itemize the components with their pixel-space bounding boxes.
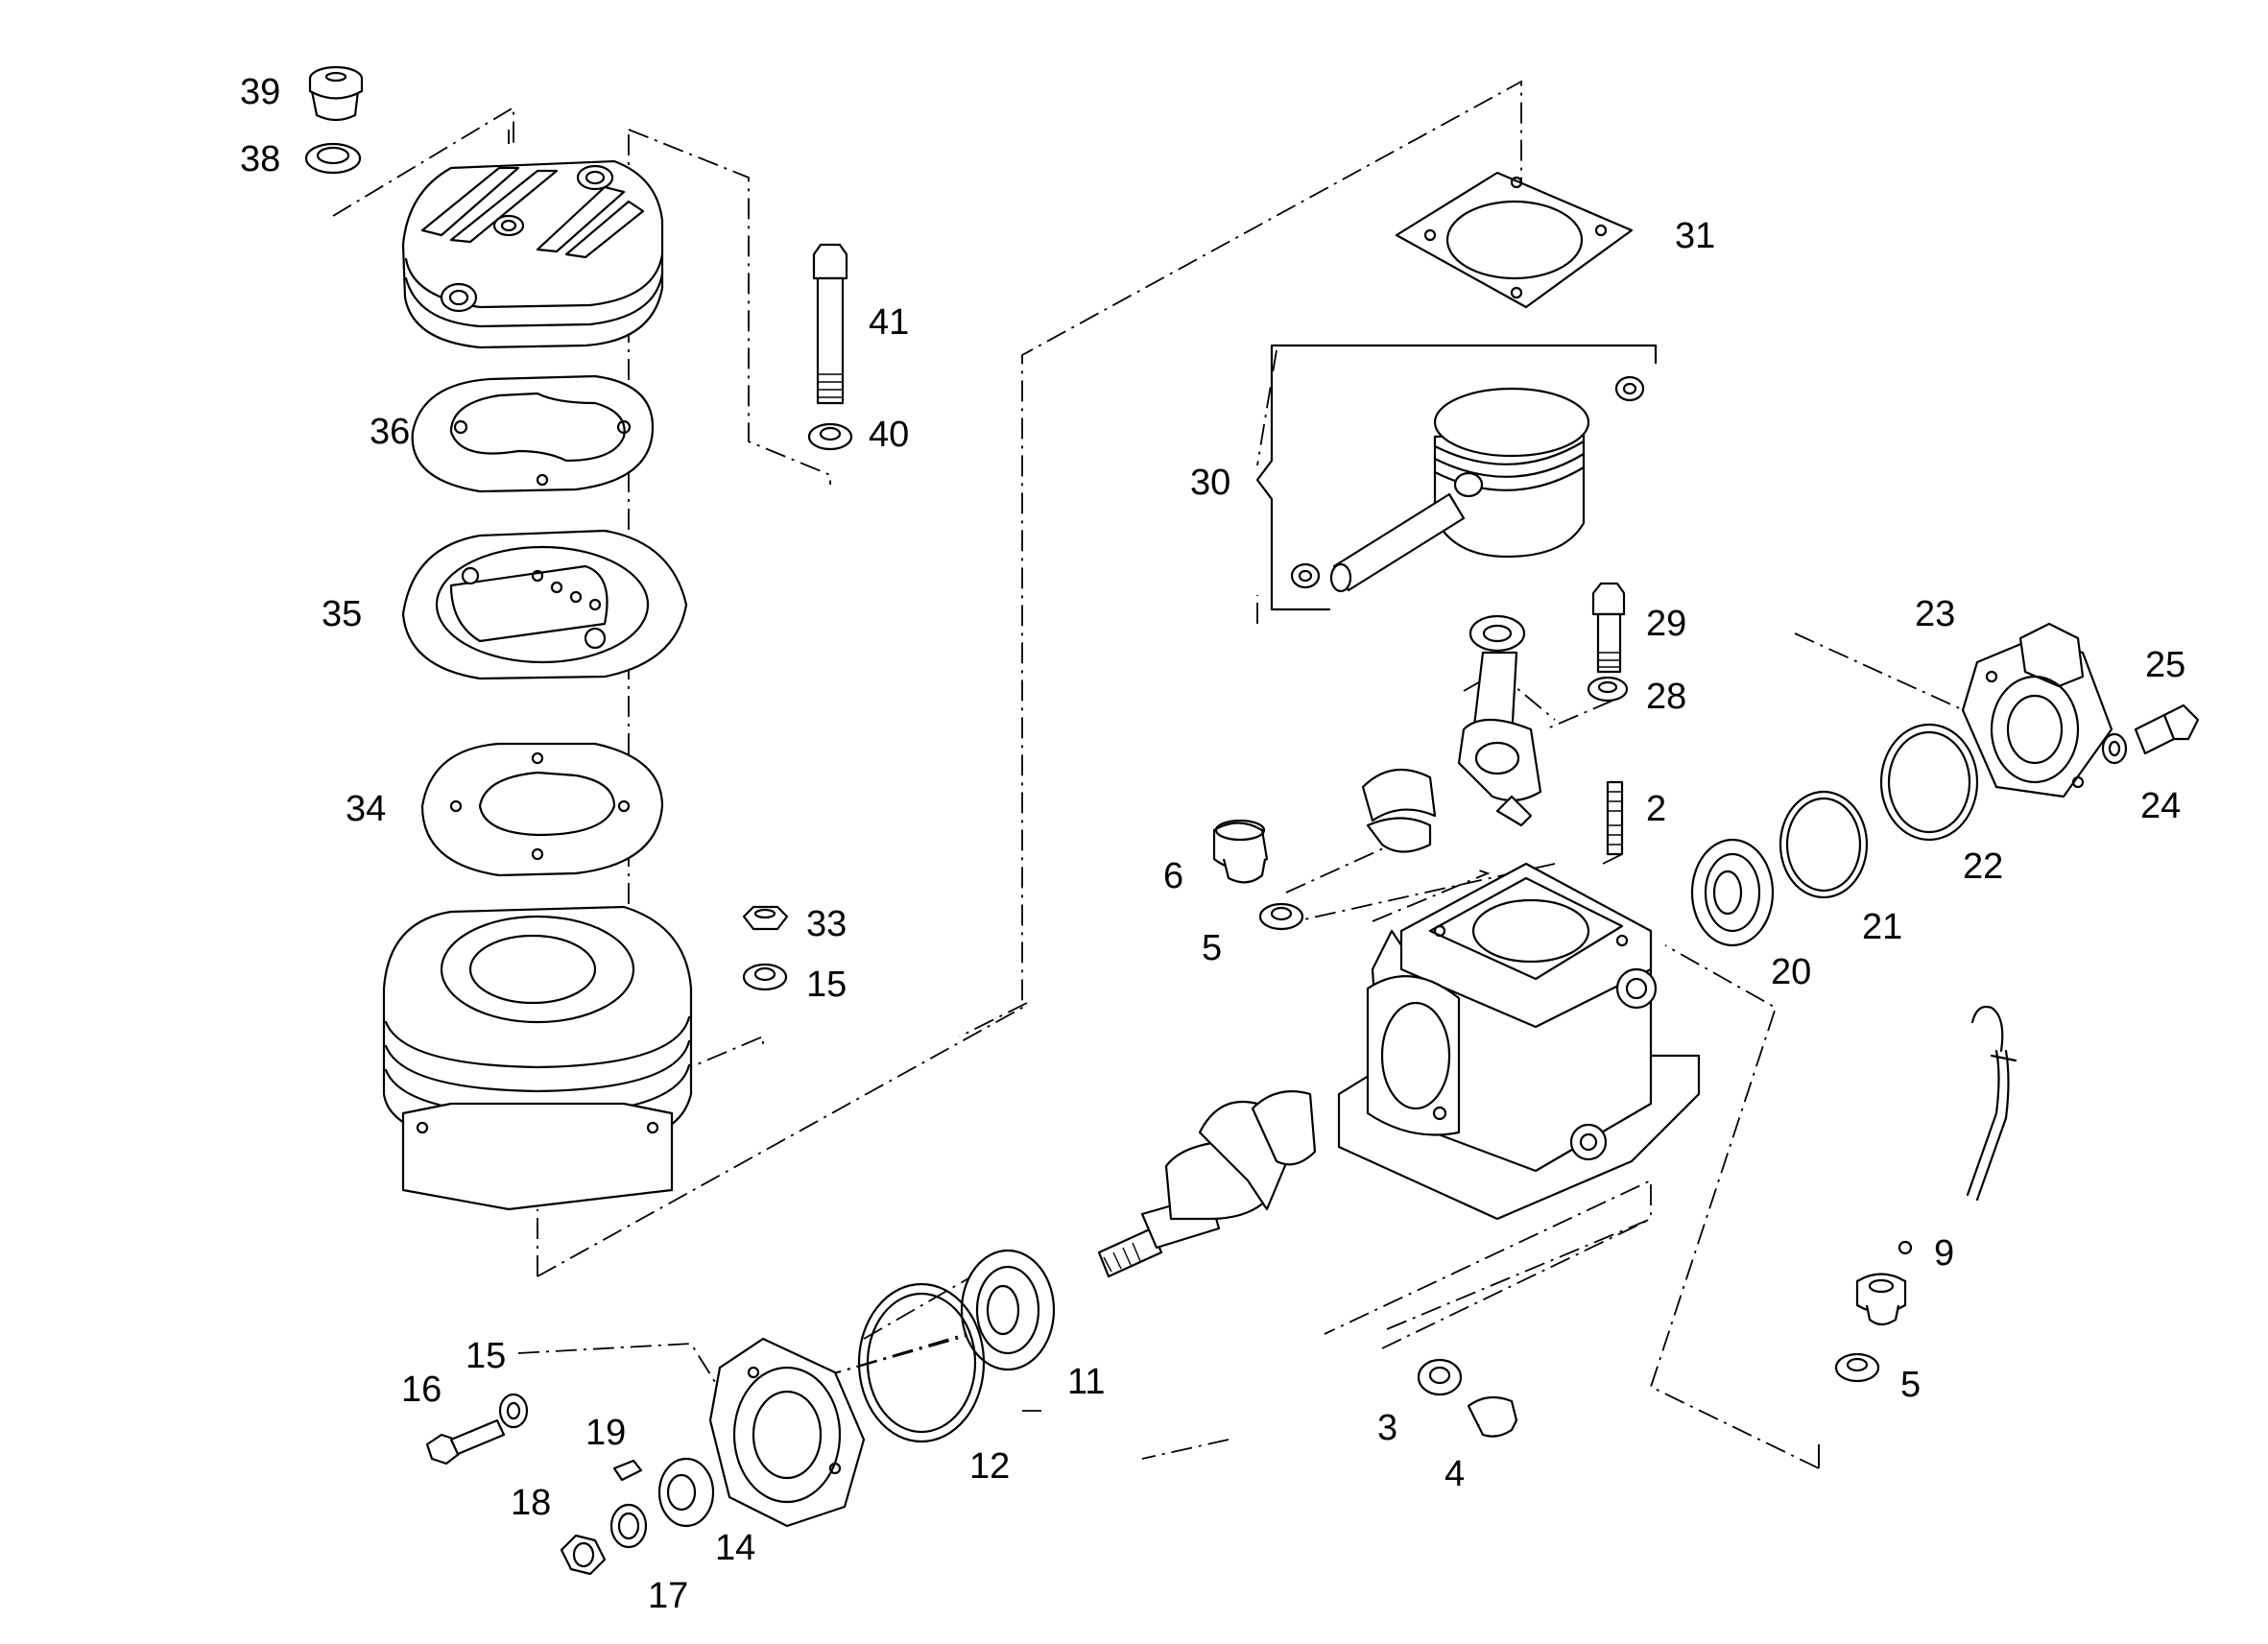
callout-22: 22 [1963, 846, 2003, 887]
callout-33: 33 [806, 904, 847, 944]
part-cylinder-head [401, 159, 664, 349]
callout-39: 39 [240, 72, 280, 112]
part-35-valve-plate [401, 529, 688, 680]
callout-12: 12 [969, 1446, 1010, 1487]
part-21-circlip [1779, 790, 1869, 899]
part-6-plug [1212, 819, 1269, 884]
part-9-dipstick [1898, 1005, 2017, 1255]
callout-2: 2 [1646, 789, 1666, 829]
callout-28: 28 [1646, 677, 1686, 717]
part-3-washer [1417, 1358, 1463, 1396]
part-28-washer [1587, 676, 1629, 703]
callout-4: 4 [1444, 1454, 1465, 1494]
callout-19: 19 [585, 1413, 626, 1453]
callout-14: 14 [715, 1528, 755, 1568]
part-15-washer-lower [498, 1393, 529, 1429]
callout-11: 11 [1067, 1362, 1105, 1402]
callout-24: 24 [2140, 786, 2181, 826]
part-29-bolt [1591, 582, 1626, 674]
callout-31: 31 [1675, 216, 1715, 256]
callout-labels: 39 38 41 40 36 35 34 33 15 31 30 29 28 2… [240, 72, 2185, 1616]
callout-35: 35 [322, 594, 362, 634]
part-16-bolt [425, 1418, 506, 1465]
part-25-bolt [2134, 703, 2200, 755]
callout-3: 3 [1377, 1408, 1397, 1448]
callout-18: 18 [511, 1483, 551, 1523]
part-31-gasket [1395, 171, 1634, 309]
callout-36: 36 [370, 412, 410, 452]
part-2-stud [1606, 780, 1624, 856]
part-bearing-shell [1361, 768, 1437, 853]
part-connecting-rod [1457, 614, 1542, 827]
part-30-piston-set [1255, 344, 1658, 611]
part-17-spring-washer [609, 1503, 648, 1549]
callout-34: 34 [346, 789, 386, 829]
part-23-cover [1961, 622, 2113, 798]
callout-30: 30 [1190, 463, 1230, 503]
part-front-flange [708, 1337, 866, 1528]
part-20-bearing [1690, 838, 1775, 947]
part-38-washer [304, 142, 362, 175]
callout-6: 6 [1163, 856, 1183, 896]
part-11-bearing [960, 1249, 1056, 1371]
callout-38: 38 [240, 139, 280, 179]
callout-16: 16 [401, 1370, 442, 1410]
part-5-washer-upper [1258, 902, 1304, 931]
part-crankshaft [1097, 1090, 1317, 1278]
part-36-gasket [411, 374, 655, 493]
part-24-washer [2101, 732, 2128, 765]
callout-20: 20 [1771, 952, 1811, 992]
part-crankcase [1337, 862, 1701, 1221]
callout-15-lower: 15 [466, 1336, 506, 1376]
part-4-plug [1467, 1395, 1518, 1438]
part-5-washer-lower [1834, 1352, 1880, 1383]
part-33-nut [742, 905, 789, 931]
part-39-plug [308, 65, 364, 122]
part-cylinder [382, 905, 693, 1211]
part-14-seal [657, 1457, 715, 1528]
part-22-o-ring [1879, 723, 1979, 842]
callout-9: 9 [1934, 1233, 1954, 1274]
callout-23: 23 [1915, 594, 1955, 634]
callout-5: 5 [1202, 928, 1222, 968]
callout-40: 40 [869, 415, 909, 455]
part-41-bolt [812, 243, 848, 405]
callout-21: 21 [1862, 907, 1902, 947]
callout-29: 29 [1646, 604, 1686, 644]
part-40-washer [807, 422, 853, 451]
part-dipstick-plug [1855, 1273, 1907, 1326]
part-12-o-ring [857, 1282, 986, 1443]
part-19-key [612, 1459, 643, 1482]
callout-17: 17 [648, 1576, 688, 1616]
part-34-gasket [420, 742, 664, 877]
part-18-nut [560, 1534, 607, 1576]
callout-5-lower: 5 [1900, 1365, 1921, 1405]
callout-25: 25 [2145, 645, 2185, 685]
part-15-washer-upper [742, 963, 788, 991]
callout-41: 41 [869, 302, 909, 343]
callout-15: 15 [806, 965, 847, 1005]
